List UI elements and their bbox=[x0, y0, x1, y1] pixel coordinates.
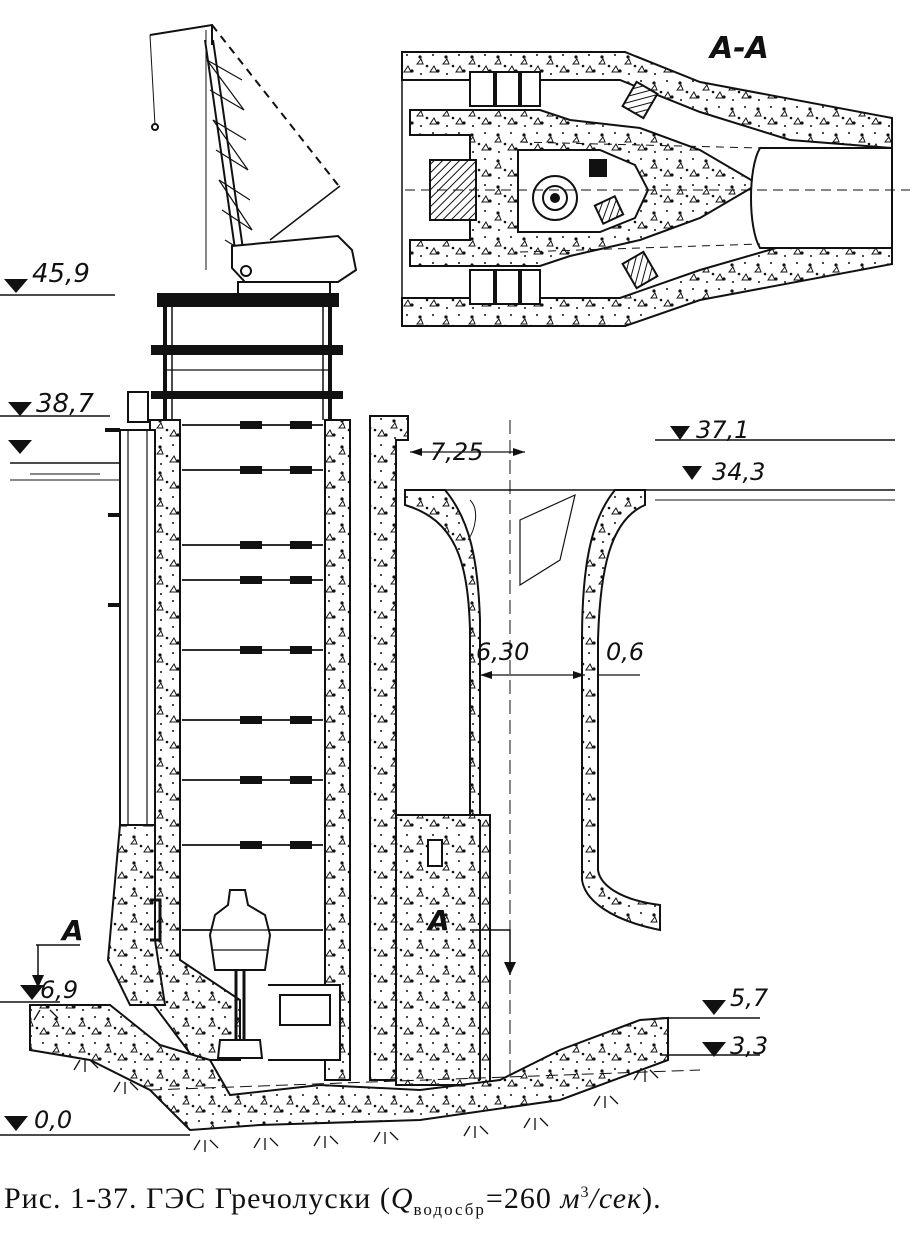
elevation-label-0-0: 0,0 bbox=[34, 1106, 72, 1134]
flow-jet bbox=[519, 493, 576, 587]
dimension-label-7-25: 7,25 bbox=[430, 438, 483, 466]
caption-unit-m: м bbox=[560, 1182, 581, 1215]
hydro-plant-section-drawing: А-А 45,9 38,7 37,1 34,3 7,25 6,30 0,6 А … bbox=[0, 23, 910, 1152]
dimension-label-0-6: 0,6 bbox=[606, 638, 644, 666]
shaft-left-wall bbox=[149, 419, 241, 1061]
elevation-label-45-9: 45,9 bbox=[32, 259, 90, 289]
spillway-channel bbox=[395, 420, 661, 1086]
elevation-label-38-7: 38,7 bbox=[36, 389, 94, 419]
caption-q: Q bbox=[390, 1182, 414, 1215]
elevation-label-5-7: 5,7 bbox=[730, 984, 769, 1012]
caption-unit-rest: /сек bbox=[589, 1182, 643, 1215]
ground-hatching bbox=[33, 1009, 659, 1152]
shaft-right-wall bbox=[324, 419, 351, 1081]
elevation-label-3-3: 3,3 bbox=[730, 1032, 768, 1060]
elevation-markers bbox=[4, 279, 726, 1131]
elevation-label-6-9: 6,9 bbox=[40, 976, 78, 1004]
foundation-slab bbox=[29, 1004, 669, 1132]
caption-q-subscript: водосбр bbox=[413, 1200, 486, 1219]
dimension-label-6-30: 6,30 bbox=[476, 638, 529, 666]
elevation-label-37-1: 37,1 bbox=[696, 416, 749, 444]
plan-equipment-block bbox=[589, 159, 607, 177]
crane-boom bbox=[204, 39, 247, 271]
plan-intake-lower bbox=[469, 269, 541, 305]
section-mark-left: А bbox=[60, 914, 84, 947]
crane-cab bbox=[231, 234, 358, 283]
figure-caption: Рис. 1-37. ГЭС Гречолуски (Qводосбр=260 … bbox=[0, 1182, 914, 1232]
section-mark-right: А bbox=[426, 904, 450, 937]
section-title-a-a: А-А bbox=[708, 31, 769, 66]
generator-unit bbox=[208, 889, 272, 1059]
left-buttress bbox=[106, 824, 167, 1006]
left-gate-tower bbox=[119, 429, 156, 826]
shaft-floors bbox=[182, 424, 323, 931]
powerhouse-structure bbox=[105, 293, 409, 1081]
caption-suffix: ). bbox=[642, 1182, 662, 1215]
elevation-label-34-3: 34,3 bbox=[712, 458, 765, 486]
plan-intake-upper bbox=[469, 71, 541, 107]
gantry-crane bbox=[149, 23, 358, 295]
plan-outlet-channel bbox=[750, 147, 893, 249]
crane-base bbox=[237, 281, 331, 295]
channel-right-wall bbox=[581, 489, 661, 932]
intake-wall bbox=[369, 415, 409, 1081]
plan-view-section-a-a bbox=[401, 51, 910, 327]
tower-top-slab bbox=[157, 293, 339, 307]
crane-jib bbox=[149, 23, 213, 45]
caption-equals: =260 bbox=[485, 1182, 561, 1215]
caption-unit-exponent: 3 bbox=[580, 1184, 590, 1201]
caption-prefix: Рис. 1-37. ГЭС Гречолуски ( bbox=[4, 1182, 391, 1215]
